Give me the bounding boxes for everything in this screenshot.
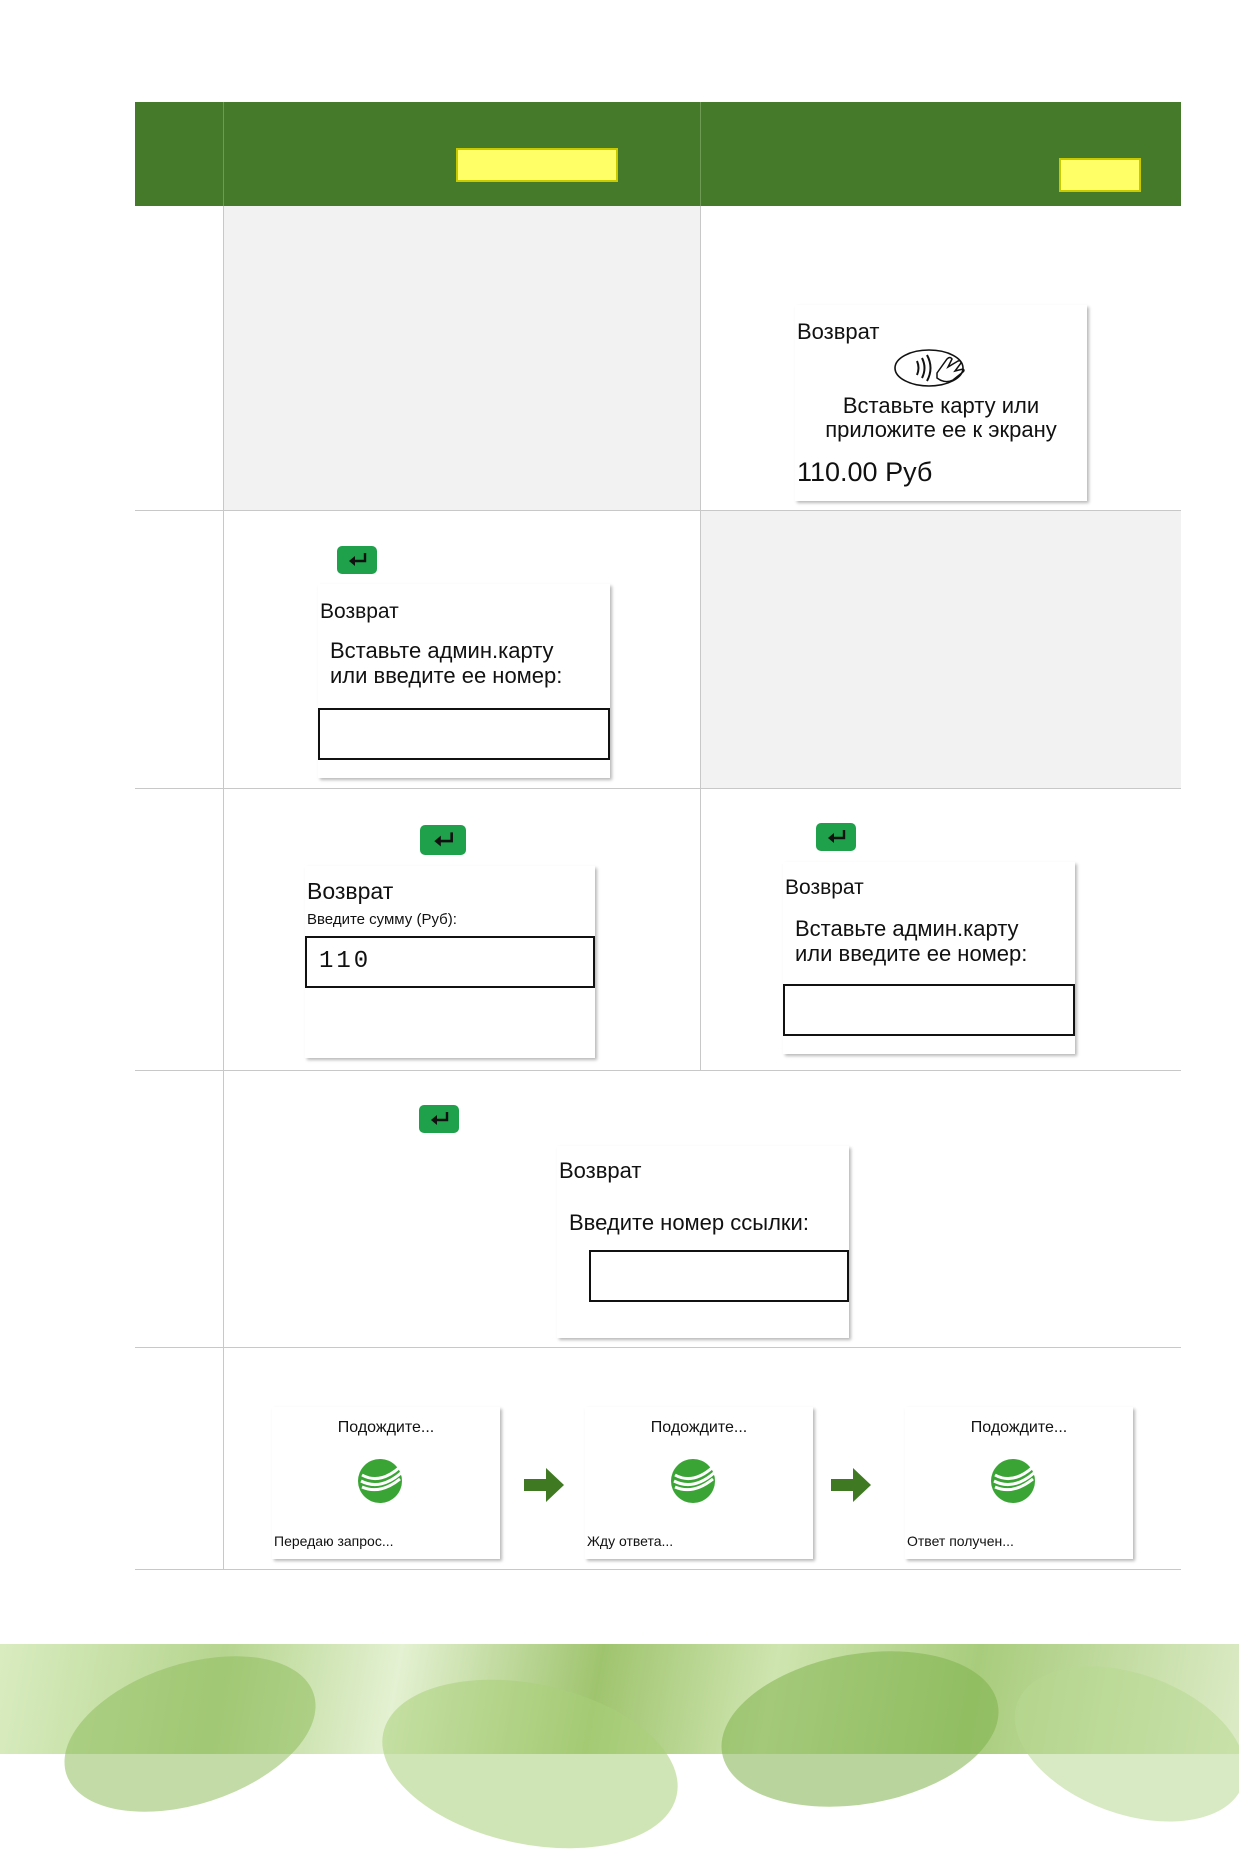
screen-title: Возврат xyxy=(320,600,399,623)
leaf-shape xyxy=(993,1637,1239,1851)
prompt-line-2: или введите ее номер: xyxy=(795,941,1028,966)
contactless-icon xyxy=(894,349,965,387)
enter-key-icon xyxy=(420,825,466,855)
prompt-line-2: или введите ее номер: xyxy=(330,663,563,688)
header-divider xyxy=(223,102,224,206)
prompt-line-1: Вставьте карту или xyxy=(842,393,1040,418)
row-divider xyxy=(135,1569,1181,1570)
wait-title: Подождите... xyxy=(650,1419,748,1436)
shaded-cell xyxy=(224,206,700,510)
row-divider xyxy=(135,510,1181,511)
leaf-shape xyxy=(709,1630,1011,1828)
leaf-background-footer xyxy=(0,1627,1239,1873)
right-arrow-icon xyxy=(831,1468,871,1502)
wait-status: Ответ получен... xyxy=(907,1533,1014,1549)
terminal-screen-wait: Подождите... Передаю запрос... xyxy=(272,1407,500,1559)
terminal-screen-wait: Подождите... Жду ответа... xyxy=(585,1407,813,1559)
reference-number-input[interactable] xyxy=(589,1250,849,1302)
table-header xyxy=(135,102,1181,206)
admin-card-number-input[interactable] xyxy=(318,708,610,760)
sberbank-logo-icon xyxy=(991,1459,1035,1503)
reference-prompt: Введите номер ссылки: xyxy=(569,1210,809,1235)
admin-card-number-input[interactable] xyxy=(783,984,1075,1036)
highlight-marker xyxy=(1059,158,1141,192)
right-arrow-icon xyxy=(524,1468,564,1502)
terminal-screen-reference: Возврат Введите номер ссылки: xyxy=(557,1146,849,1338)
terminal-screen-card-prompt: Возврат Вставьте карту или приложите ее … xyxy=(795,305,1087,501)
terminal-screen-admin-card: Возврат Вставьте админ.карту или введите… xyxy=(783,862,1075,1054)
prompt-line-2: приложите ее к экрану xyxy=(825,417,1057,442)
wait-title: Подождите... xyxy=(970,1419,1068,1436)
leaf-shape xyxy=(366,1654,694,1873)
prompt-line-1: Вставьте админ.карту xyxy=(795,916,1019,941)
screen-title: Возврат xyxy=(307,878,394,904)
header-divider xyxy=(700,102,701,206)
row-divider xyxy=(135,1070,1181,1071)
prompt-line-1: Вставьте админ.карту xyxy=(330,638,554,663)
row-divider xyxy=(135,1347,1181,1348)
shaded-cell xyxy=(701,510,1181,788)
row-divider xyxy=(135,788,1181,789)
amount-display: 110.00 Руб xyxy=(797,457,933,487)
amount-input[interactable]: 110 xyxy=(305,936,595,988)
wait-status: Передаю запрос... xyxy=(274,1533,394,1549)
leaf-shape xyxy=(44,1627,336,1841)
terminal-screen-amount: Возврат Введите сумму (Руб): 110 xyxy=(305,866,595,1058)
sberbank-logo-icon xyxy=(358,1459,402,1503)
screen-title: Возврат xyxy=(559,1158,642,1183)
terminal-screen-wait: Подождите... Ответ получен... xyxy=(905,1407,1133,1559)
highlight-marker xyxy=(456,148,618,182)
amount-prompt: Введите сумму (Руб): xyxy=(307,911,457,928)
wait-title: Подождите... xyxy=(337,1419,435,1436)
enter-key-icon xyxy=(419,1105,459,1133)
enter-key-icon xyxy=(337,546,377,574)
terminal-screen-admin-card: Возврат Вставьте админ.карту или введите… xyxy=(318,584,610,778)
column-divider xyxy=(700,206,701,1070)
sberbank-logo-icon xyxy=(671,1459,715,1503)
column-divider xyxy=(223,206,224,1570)
screen-title: Возврат xyxy=(785,876,864,899)
screen-title: Возврат xyxy=(797,319,880,344)
enter-key-icon xyxy=(816,823,856,851)
wait-status: Жду ответа... xyxy=(587,1533,674,1549)
